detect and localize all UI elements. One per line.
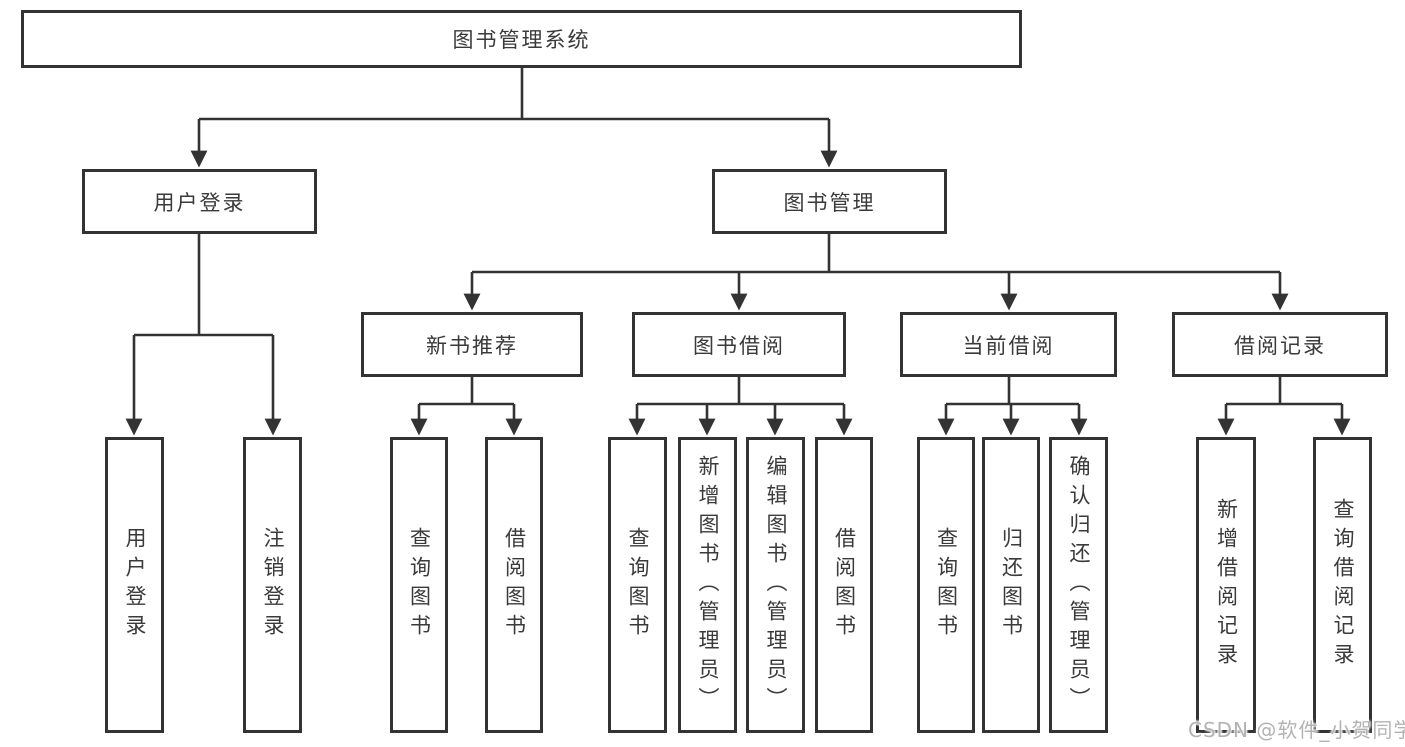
leaf-borrow-books: 借阅图书: [815, 437, 873, 733]
node-label: 图书管理系统: [452, 28, 591, 52]
node-label: 注销登录: [261, 527, 286, 643]
leaf-edit-books-admin: 编辑图书（管理员）: [746, 437, 805, 733]
node-label: 查询图书: [407, 527, 432, 643]
node-label: 借阅图书: [832, 527, 857, 643]
node-label: 新增借阅记录: [1214, 498, 1239, 672]
leaf-return-books: 归还图书: [982, 437, 1040, 733]
csdn-watermark: CSDN @软件_小贺同学: [1188, 718, 1405, 742]
node-label: 当前借阅: [962, 333, 1055, 358]
node-borrowing-records: 借阅记录: [1172, 312, 1388, 377]
node-label: 借阅记录: [1234, 333, 1326, 358]
node-label: 用户登录: [123, 527, 148, 643]
leaf-query-borrow-record: 查询借阅记录: [1313, 437, 1372, 733]
node-book-borrowing: 图书借阅: [632, 312, 846, 377]
node-user-login: 用户登录: [82, 169, 317, 234]
node-label: 归还图书: [999, 527, 1024, 643]
node-label: 借阅图书: [502, 527, 527, 643]
node-label: 确认归还（管理员）: [1067, 454, 1092, 716]
node-label: 编辑图书（管理员）: [764, 454, 789, 716]
leaf-logout: 注销登录: [243, 437, 302, 733]
node-new-book-recommendation: 新书推荐: [361, 312, 583, 377]
leaf-borrow-books-recommendation: 借阅图书: [485, 437, 543, 733]
node-label: 图书管理: [783, 190, 876, 215]
leaf-query-books-current: 查询图书: [917, 437, 975, 733]
leaf-query-books-borrowing: 查询图书: [608, 437, 667, 733]
node-label: 查询图书: [934, 527, 959, 643]
node-book-management: 图书管理: [712, 169, 947, 234]
leaf-user-login: 用户登录: [105, 437, 164, 733]
node-current-borrowing: 当前借阅: [900, 312, 1117, 377]
leaf-add-books-admin: 新增图书（管理员）: [678, 437, 737, 733]
node-library-management-system: 图书管理系统: [21, 10, 1022, 68]
node-label: 图书借阅: [693, 333, 785, 358]
node-label: 新增图书（管理员）: [696, 454, 721, 716]
leaf-query-books-recommendation: 查询图书: [390, 437, 448, 733]
node-label: 查询图书: [626, 527, 651, 643]
node-label: 用户登录: [153, 190, 246, 215]
node-label: 新书推荐: [426, 333, 518, 358]
leaf-confirm-return-admin: 确认归还（管理员）: [1049, 437, 1108, 733]
node-label: 查询借阅记录: [1331, 498, 1356, 672]
leaf-add-borrow-record: 新增借阅记录: [1196, 437, 1256, 733]
